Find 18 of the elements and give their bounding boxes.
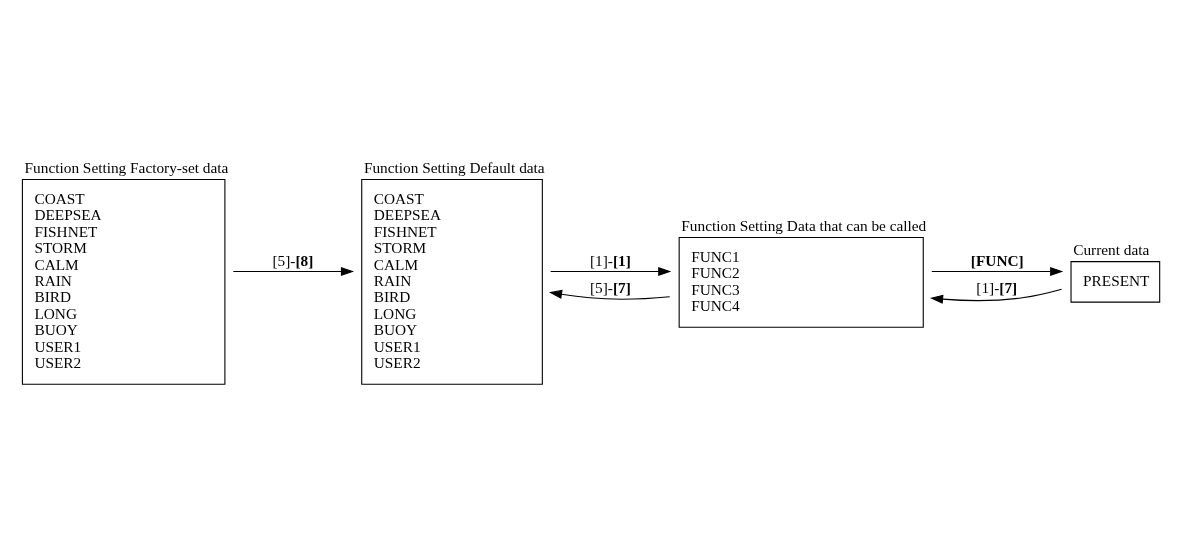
node-label: Function Setting Data that can be called [681,216,927,234]
node-label: Function Setting Factory-set data [24,158,229,176]
edge-label: [FUNC] [970,251,1024,269]
arrow [232,266,355,276]
node-box: COAST DEEPSEA FISHNET STORM CALM RAIN BIRD LONG BUOY USER1 USER2 [21,178,226,385]
node-label: Function Setting Default data [363,158,545,176]
node-box: COAST DEEPSEA FISHNET STORM CALM RAIN BIRD LONG BUOY USER1 USER2 [361,178,543,385]
arrow [548,289,671,300]
edge-label: [5]-[7] [589,278,631,296]
edge-label: [1]-[7] [976,278,1018,296]
edge-label: [5]-[8] [272,251,314,269]
node-box: FUNC1 FUNC2 FUNC3 FUNC4 [678,236,924,328]
arrow [929,288,1063,304]
node-box: PRESENT [1070,260,1161,303]
arrow [550,266,672,276]
arrow [931,266,1064,276]
edge-label: [1]-[1] [589,251,631,269]
node-label: Current data [1073,240,1150,258]
